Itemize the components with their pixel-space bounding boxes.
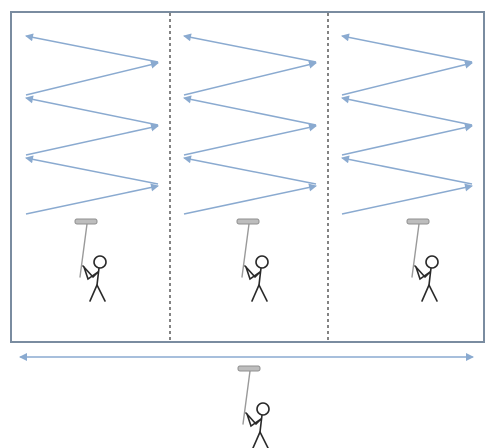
zigzag-arrow xyxy=(342,126,472,155)
zigzag-arrow xyxy=(26,36,158,62)
worker-left xyxy=(75,219,106,301)
figure-head xyxy=(426,256,438,268)
figure-head xyxy=(94,256,106,268)
figure-head xyxy=(257,403,269,415)
zigzag-arrow xyxy=(26,126,158,155)
squeegee-icon xyxy=(75,219,97,224)
zigzag-arrow xyxy=(342,186,472,214)
zigzag-arrow xyxy=(342,63,472,95)
zigzag-arrow xyxy=(184,98,316,125)
zigzag-arrows-section-middle xyxy=(184,36,316,214)
squeegee-icon xyxy=(238,366,260,371)
worker-middle xyxy=(237,219,268,301)
window-frame xyxy=(11,12,484,342)
zigzag-arrow xyxy=(184,158,316,184)
zigzag-arrows-section-left xyxy=(26,36,158,214)
worker-right xyxy=(407,219,438,301)
zigzag-arrow xyxy=(184,36,316,62)
zigzag-arrow xyxy=(342,158,472,184)
zigzag-arrow xyxy=(184,186,316,214)
zigzag-arrow xyxy=(26,98,158,125)
figure-head xyxy=(256,256,268,268)
squeegee-icon xyxy=(237,219,259,224)
zigzag-arrow xyxy=(184,126,316,155)
squeegee-icon xyxy=(407,219,429,224)
zigzag-arrow xyxy=(342,98,472,125)
zigzag-arrow xyxy=(26,63,158,95)
worker-bottom xyxy=(238,366,269,448)
zigzag-arrow xyxy=(342,36,472,62)
zigzag-arrows-section-right xyxy=(342,36,472,214)
zigzag-arrow xyxy=(26,158,158,184)
zigzag-arrow xyxy=(26,186,158,214)
zigzag-arrow xyxy=(184,63,316,95)
